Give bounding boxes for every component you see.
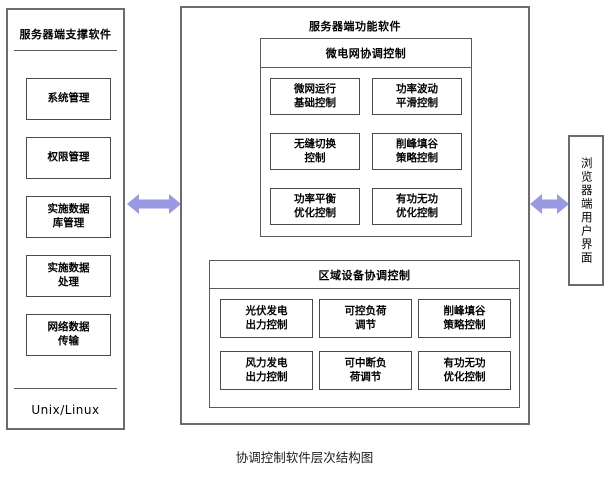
microgrid-item-peak-shaving-strategy[interactable]: 削峰填谷 策略控制 [372,133,462,170]
left-panel-title: 服务器端支撑软件 [19,28,112,41]
left-panel-bottom-divider [14,388,117,389]
browser-user-interface-panel: 浏览器端用户界面 [568,135,604,286]
center-panel-title: 服务器端功能软件 [309,20,401,33]
area-item-controllable-load-adjust[interactable]: 可控负荷 调节 [319,299,412,338]
microgrid-item-power-balance-optimization[interactable]: 功率平衡 优化控制 [270,188,360,225]
support-item-permission-management[interactable]: 权限管理 [26,137,111,179]
support-item-system-management[interactable]: 系统管理 [26,78,111,120]
area-item-pv-output-control[interactable]: 光伏发电 出力控制 [220,299,313,338]
area-group-title: 区域设备协调控制 [318,268,411,282]
left-panel-top-divider [14,50,117,51]
support-to-function-arrow [127,191,181,217]
microgrid-coordination-group: 微电网协调控制 微网运行 基础控制 功率波动 平滑控制 无缝切换 控制 削峰填谷… [260,38,472,237]
microgrid-item-active-reactive-optimization[interactable]: 有功无功 优化控制 [372,188,462,225]
support-item-data-processing[interactable]: 实施数据 处理 [26,255,111,297]
figure-caption: 协调控制软件层次结构图 [235,450,374,465]
function-to-browser-arrow [530,191,569,217]
support-item-network-transmission[interactable]: 网络数据 传输 [26,314,111,356]
area-group-divider [210,288,519,289]
area-item-interruptible-load-adjust[interactable]: 可中断负 荷调节 [319,351,412,390]
microgrid-item-basic-operation-control[interactable]: 微网运行 基础控制 [270,78,360,115]
area-item-wind-output-control[interactable]: 风力发电 出力控制 [220,351,313,390]
area-item-active-reactive-optimization[interactable]: 有功无功 优化控制 [418,351,511,390]
microgrid-item-seamless-switching-control[interactable]: 无缝切换 控制 [270,133,360,170]
microgrid-group-divider [261,67,471,68]
server-function-software-panel: 服务器端功能软件 微电网协调控制 微网运行 基础控制 功率波动 平滑控制 无缝切… [180,6,530,425]
operating-system-label: Unix/Linux [31,403,100,417]
browser-panel-label: 浏览器端用户界面 [579,156,594,265]
support-item-database-management[interactable]: 实施数据 库管理 [26,196,111,238]
microgrid-group-title: 微电网协调控制 [325,47,407,60]
microgrid-item-power-fluctuation-smoothing[interactable]: 功率波动 平滑控制 [372,78,462,115]
server-support-software-panel: 服务器端支撑软件 系统管理 权限管理 实施数据 库管理 实施数据 处理 网络数据… [6,8,125,430]
area-device-coordination-group: 区域设备协调控制 光伏发电 出力控制 可控负荷 调节 削峰填谷 策略控制 风力发… [209,260,520,408]
area-item-peak-shaving-strategy[interactable]: 削峰填谷 策略控制 [418,299,511,338]
